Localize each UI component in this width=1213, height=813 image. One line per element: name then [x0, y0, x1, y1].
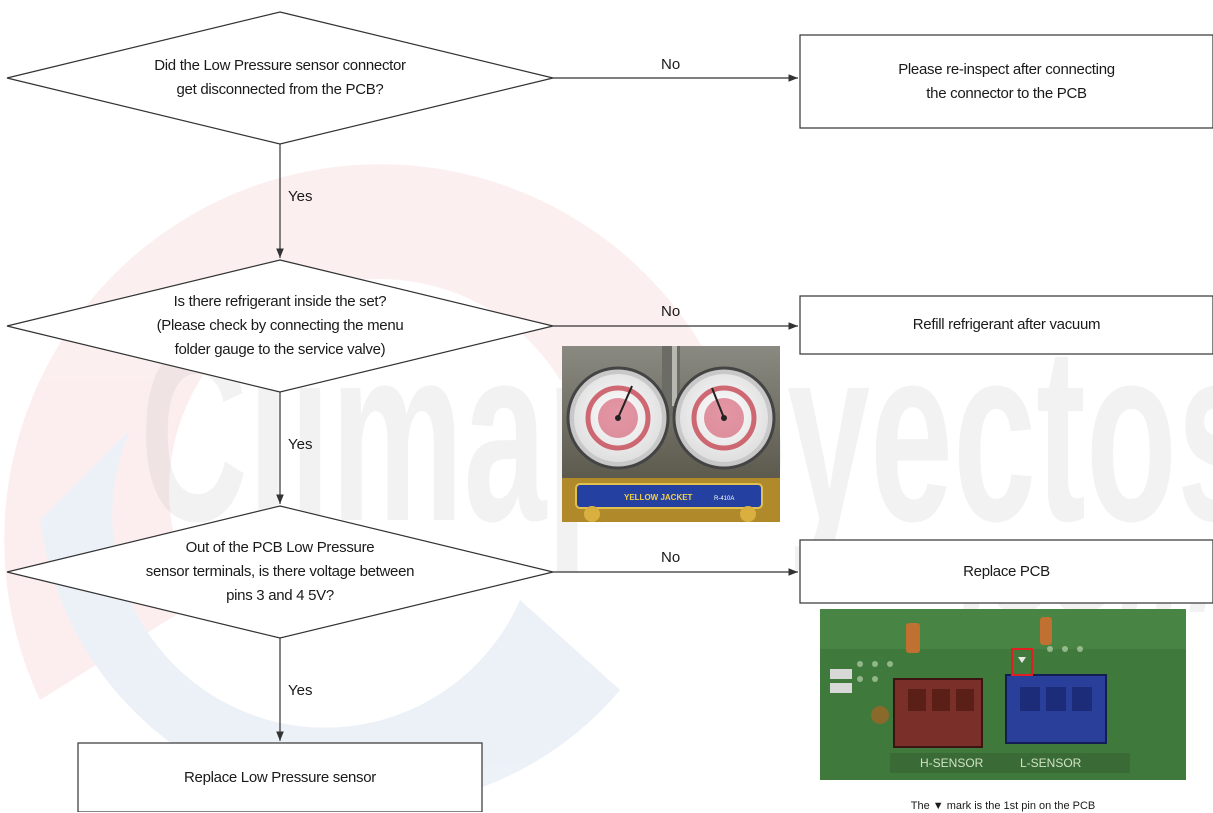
action-4-line-1: Replace Low Pressure sensor [184, 768, 376, 786]
edge-label-no-3: No [661, 549, 681, 566]
l-sensor-label: L-SENSOR [1020, 756, 1082, 770]
action-box-4 [77, 742, 483, 812]
gauge-refrigerant-text: R-410A [714, 496, 734, 502]
edge-label-yes-2: Yes [288, 436, 313, 453]
decision-3-line-1: Out of the PCB Low Pressure [185, 539, 375, 556]
decision-2-line-3: folder gauge to the service valve) [174, 341, 386, 358]
pressure-gauge-left [566, 366, 670, 470]
decision-3-line-2: sensor terminals, is there voltage betwe… [145, 563, 415, 580]
action-box-3 [799, 539, 1213, 604]
edge-label-no-2: No [661, 303, 681, 320]
pressure-gauge-right [672, 366, 776, 470]
action-1-line-2: the connector to the PCB [926, 84, 1087, 102]
pcb-photo: H-SENSOR L-SENSOR [820, 609, 1186, 780]
action-3-line-1: Replace PCB [963, 562, 1050, 580]
first-pin-highlight [1011, 648, 1033, 676]
pcb-photo-caption: The ▼ mark is the 1st pin on the PCB [910, 800, 1096, 812]
action-box-1 [799, 34, 1213, 129]
h-sensor-label: H-SENSOR [920, 756, 984, 770]
decision-2-line-2: (Please check by connecting the menu [156, 317, 404, 334]
decision-1-line-1: Did the Low Pressure sensor connector [154, 57, 406, 74]
decision-1-line-2: get disconnected from the PCB? [176, 81, 384, 98]
action-4-text: Replace Low Pressure sensor [78, 743, 482, 812]
action-1-text: Please re-inspect after connecting the c… [800, 35, 1213, 128]
decision-3-text: Out of the PCB Low Pressure sensor termi… [80, 532, 480, 612]
action-1-line-1: Please re-inspect after connecting [898, 60, 1115, 78]
gauge-brand-text: YELLOW JACKET [624, 493, 693, 502]
action-2-text: Refill refrigerant after vacuum [800, 296, 1213, 354]
decision-2-text: Is there refrigerant inside the set? (Pl… [90, 286, 470, 366]
decision-3-line-3: pins 3 and 4 5V? [226, 587, 334, 604]
action-2-line-1: Refill refrigerant after vacuum [912, 316, 1101, 333]
edge-label-yes-3: Yes [288, 682, 313, 699]
edge-label-yes-1: Yes [288, 188, 313, 205]
action-box-2 [799, 295, 1213, 355]
edge-label-no-1: No [661, 56, 681, 73]
decision-1-text: Did the Low Pressure sensor connector ge… [90, 48, 470, 108]
manifold-gauge-photo: YELLOW JACKET R-410A [562, 346, 780, 522]
action-3-text: Replace PCB [800, 540, 1213, 603]
decision-2-line-1: Is there refrigerant inside the set? [173, 293, 387, 310]
